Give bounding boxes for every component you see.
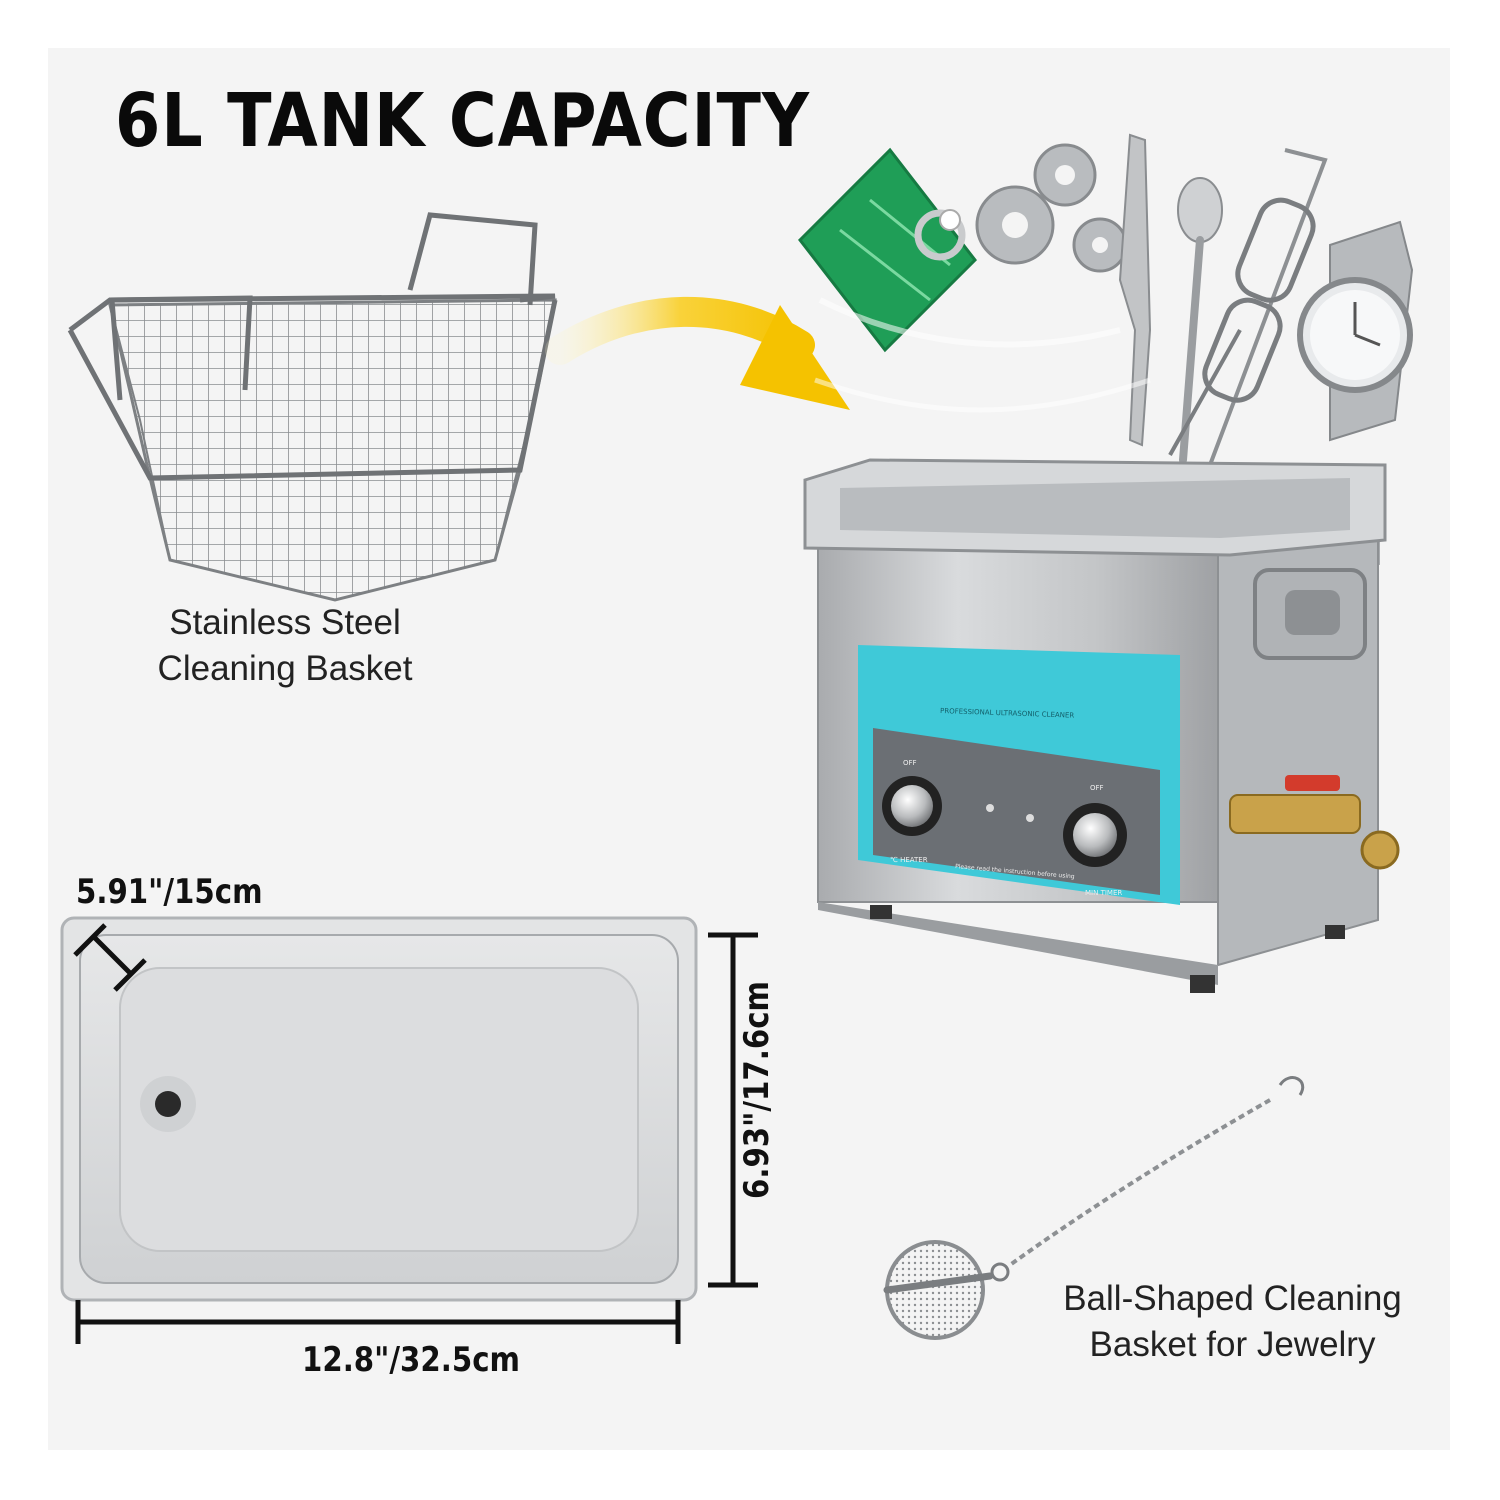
off-label-timer: OFF xyxy=(1090,784,1104,792)
heater-label: ℃ HEATER xyxy=(890,856,928,864)
off-label-heater: OFF xyxy=(903,759,917,767)
ball-basket-caption-line2: Basket for Jewelry xyxy=(1089,1325,1376,1364)
depth-dimension-label: 5.91"/15cm xyxy=(76,872,263,912)
ball-basket-caption: Ball-Shaped Cleaning Basket for Jewelry xyxy=(1030,1276,1435,1368)
cleaning-items-image xyxy=(798,133,1414,466)
length-dimension-label: 12.8"/32.5cm xyxy=(302,1340,521,1380)
drain-valve-icon xyxy=(1229,775,1400,870)
arrow-icon xyxy=(545,296,850,410)
ball-basket-image xyxy=(883,1076,1304,1340)
basket-caption: Stainless Steel Cleaning Basket xyxy=(120,600,450,692)
page-title: 6L TANK CAPACITY xyxy=(115,78,810,164)
width-dimension-label: 6.93"/17.6cm xyxy=(737,980,777,1200)
timer-label: MIN TIMER xyxy=(1085,889,1122,897)
ball-basket-caption-line1: Ball-Shaped Cleaning xyxy=(1063,1279,1402,1318)
wire-basket-image xyxy=(67,212,558,602)
dimension-lines xyxy=(73,923,758,1344)
basket-caption-line2: Cleaning Basket xyxy=(157,649,413,688)
basket-caption-line1: Stainless Steel xyxy=(169,603,401,642)
ultrasonic-cleaner-image xyxy=(803,458,1400,993)
tank-top-view-image xyxy=(60,916,698,1302)
